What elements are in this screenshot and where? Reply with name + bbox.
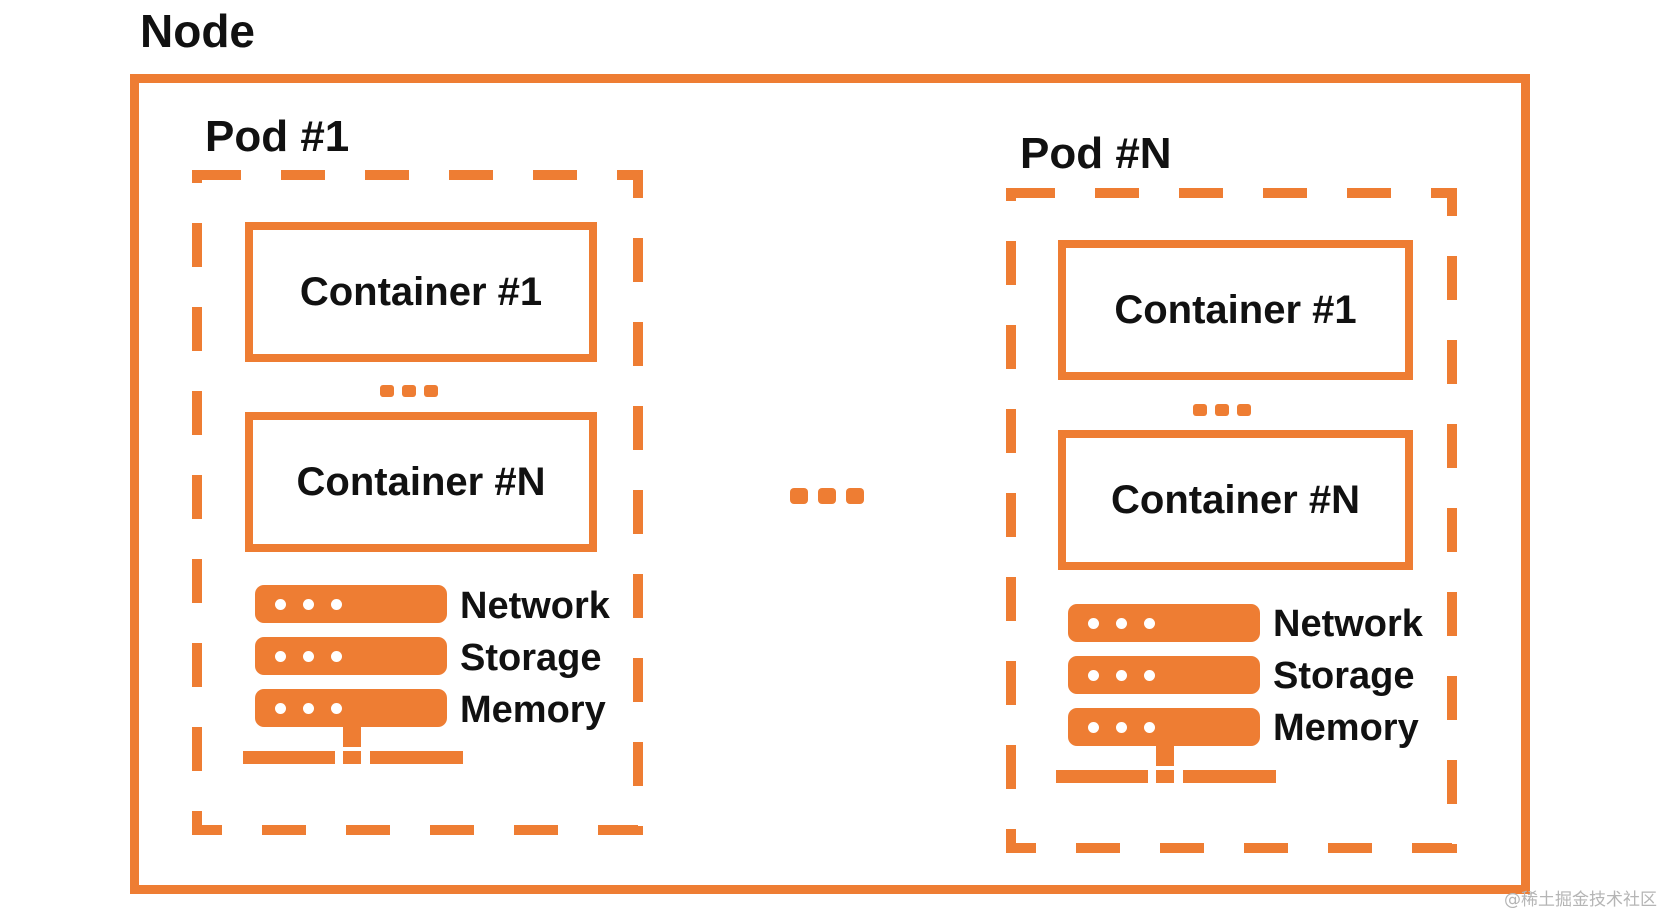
node-title: Node: [140, 5, 255, 57]
hole: [1144, 617, 1155, 629]
base-line: [1056, 770, 1148, 783]
container-label: Container #1: [299, 269, 543, 314]
container-box: Container #N: [245, 412, 597, 552]
base-line: [1183, 770, 1276, 783]
server-unit-icon: [255, 585, 447, 623]
container-box: Container #N: [1058, 430, 1413, 570]
container-ellipsis: [1193, 404, 1251, 416]
base-node: [343, 751, 361, 764]
watermark: @稀土掘金技术社区: [1504, 890, 1657, 910]
server-unit-icon: [255, 637, 447, 675]
hole: [275, 650, 286, 662]
hole: [331, 702, 342, 714]
stem: [343, 727, 361, 747]
node-box: [130, 74, 1530, 894]
pod-title: Pod #1: [205, 112, 350, 161]
ellipsis-dot: [1215, 404, 1229, 416]
resource-label: Storage: [1273, 655, 1415, 697]
hole: [331, 598, 342, 610]
hole: [275, 702, 286, 714]
server-unit-icon: [1068, 604, 1260, 642]
hole: [303, 650, 314, 662]
server-unit-icon: [1068, 656, 1260, 694]
resource-label: Memory: [1273, 707, 1419, 749]
container-box: Container #1: [245, 222, 597, 362]
container-label: Container #1: [1114, 287, 1357, 332]
ellipsis-dot: [380, 385, 394, 397]
container-label: Container #N: [1111, 477, 1360, 522]
resource-label: Network: [460, 585, 610, 627]
ellipsis-dot: [846, 488, 864, 504]
container-ellipsis: [380, 385, 438, 397]
hole: [1116, 617, 1127, 629]
pod-dashed-frame: [1006, 188, 1457, 853]
resource-label: Memory: [460, 689, 606, 731]
stem: [1156, 746, 1174, 766]
resource-stack-icon: [1056, 604, 1276, 794]
hole: [1088, 617, 1099, 629]
container-box: Container #1: [1058, 240, 1413, 380]
hole: [1144, 721, 1155, 733]
hole: [1116, 669, 1127, 681]
hole: [303, 702, 314, 714]
base-node: [1156, 770, 1174, 783]
hole: [1088, 721, 1099, 733]
hole: [275, 598, 286, 610]
container-label: Container #N: [296, 459, 546, 504]
ellipsis-dot: [1193, 404, 1207, 416]
ellipsis-dot: [818, 488, 836, 504]
base-line: [243, 751, 335, 764]
hole: [303, 598, 314, 610]
resource-stack-icon: [243, 585, 463, 775]
resource-label: Storage: [460, 637, 602, 679]
ellipsis-dot: [790, 488, 808, 504]
hole: [1116, 721, 1127, 733]
pods-ellipsis: [790, 488, 864, 504]
pod-dashed-frame: [192, 170, 643, 835]
server-unit-icon: [255, 689, 447, 727]
server-unit-icon: [1068, 708, 1260, 746]
pod-title: Pod #N: [1020, 129, 1172, 178]
ellipsis-dot: [1237, 404, 1251, 416]
hole: [1088, 669, 1099, 681]
hole: [331, 650, 342, 662]
hole: [1144, 669, 1155, 681]
resource-label: Network: [1273, 603, 1423, 645]
ellipsis-dot: [424, 385, 438, 397]
ellipsis-dot: [402, 385, 416, 397]
base-line: [370, 751, 463, 764]
